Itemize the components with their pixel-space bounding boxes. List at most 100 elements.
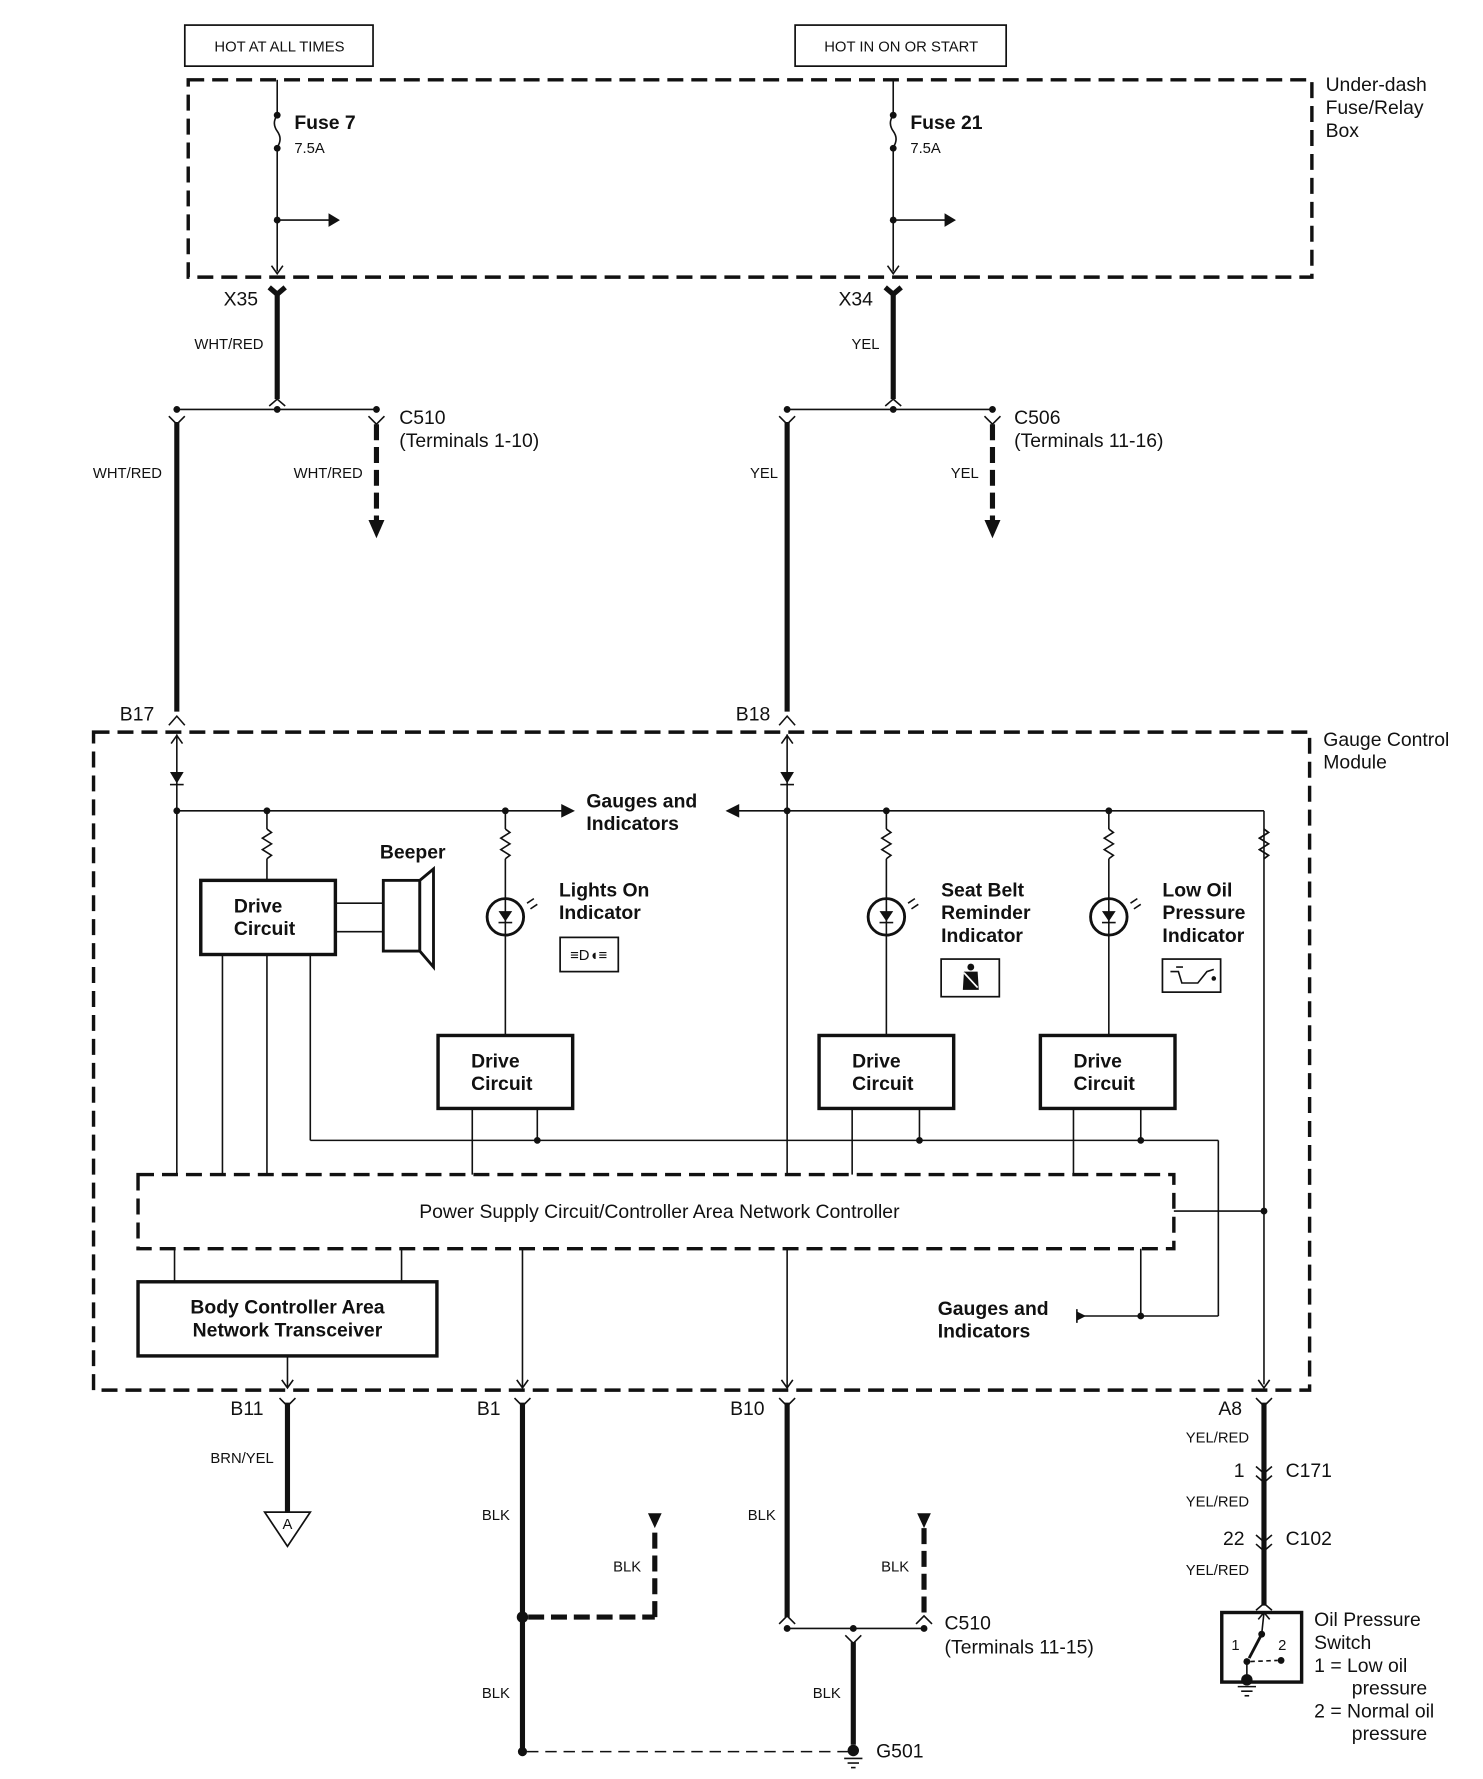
fuse-name: Fuse 7 xyxy=(294,112,355,134)
connector-terminals: (Terminals 11-15) xyxy=(945,1637,1094,1659)
drive-circuit-box xyxy=(199,878,338,957)
indicator-label: Indicator xyxy=(559,902,641,924)
wire-color-label: BLK xyxy=(482,1508,510,1524)
resistor-icon xyxy=(260,810,274,881)
indicator-label: Indicator xyxy=(1162,925,1244,947)
wire-color-label: BLK xyxy=(813,1686,841,1702)
source-hot-at-all-times: HOT AT ALL TIMES xyxy=(183,24,374,67)
gauges-label: Gauges and xyxy=(938,1298,1049,1320)
connector-name: C510 xyxy=(399,407,446,429)
wire-color-label: BLK xyxy=(881,1559,909,1575)
a8-circuit: A8 YEL/RED 1 C171 YEL/RED 22 C102 YEL/RE… xyxy=(1186,1397,1434,1745)
gauges-label: Indicators xyxy=(938,1321,1031,1343)
b1-circuit: B1 BLK BLK BLK xyxy=(477,1397,850,1757)
drive-circuit-box xyxy=(817,1033,956,1111)
headlight-symbol-icon: ≡D◖≡ xyxy=(559,936,620,973)
beeper-label: Beeper xyxy=(380,842,446,864)
fuse-box-label: Under-dash xyxy=(1326,74,1427,96)
drive-circuit-label: Circuit xyxy=(471,1073,533,1095)
drive-circuit-label: Circuit xyxy=(234,918,296,940)
terminal-label: B1 xyxy=(477,1398,501,1420)
led-lights-on-icon xyxy=(485,897,538,937)
wire-color-label: YEL xyxy=(951,466,979,482)
oil-can-symbol-icon xyxy=(1161,958,1222,993)
seat-belt-symbol-icon xyxy=(940,958,1001,998)
drive-circuit-label: Circuit xyxy=(852,1073,914,1095)
junction-ref-label: A xyxy=(283,1517,293,1533)
power-supply-can-controller xyxy=(136,1172,1176,1251)
switch-title: Oil Pressure xyxy=(1314,1609,1421,1631)
indicator-label: Seat Belt xyxy=(941,879,1024,901)
diode-icon xyxy=(780,772,794,784)
fuse-icon xyxy=(889,114,897,148)
switch-legend: pressure xyxy=(1352,1723,1427,1745)
connector-pin: 22 xyxy=(1223,1528,1245,1550)
source-label: HOT AT ALL TIMES xyxy=(214,39,344,55)
resistor-icon xyxy=(880,810,893,1036)
arrow-down-icon xyxy=(368,520,385,539)
junction-ref-icon xyxy=(263,1511,312,1548)
fuse-name: Fuse 21 xyxy=(910,112,982,134)
arrow-right-icon xyxy=(944,213,956,227)
switch-position-label: 2 xyxy=(1278,1638,1286,1654)
source-hot-in-on-or-start: HOT IN ON OR START xyxy=(794,24,1008,67)
terminal-label: B10 xyxy=(730,1398,765,1420)
fuse-relay-box-outline xyxy=(186,78,1314,279)
indicator-label: Reminder xyxy=(941,902,1031,924)
ground-icon xyxy=(844,1744,863,1769)
wire-color-label: BLK xyxy=(613,1559,641,1575)
terminal-label: B18 xyxy=(736,704,770,726)
wire-color-label: YEL xyxy=(750,466,778,482)
oil-pressure-switch-icon xyxy=(1220,1610,1304,1697)
terminal-label: B17 xyxy=(120,704,154,726)
indicator-label: Low Oil xyxy=(1162,879,1232,901)
drive-circuit-label: Drive xyxy=(234,895,283,917)
fuse-box-label: Fuse/Relay xyxy=(1326,97,1424,119)
indicator-label: Indicator xyxy=(941,925,1023,947)
indicator-label: Pressure xyxy=(1162,902,1245,924)
transceiver-label: Network Transceiver xyxy=(193,1320,383,1342)
switch-legend: pressure xyxy=(1352,1678,1427,1700)
module-label: Module xyxy=(1323,752,1387,774)
diode-icon xyxy=(169,772,184,784)
connector-pin: 1 xyxy=(1234,1460,1245,1482)
drive-circuit-box xyxy=(436,1033,575,1111)
wire-color-label: BLK xyxy=(482,1686,510,1702)
indicator-label: Lights On xyxy=(559,879,649,901)
b11-circuit: B11 BRN/YEL A xyxy=(210,1397,312,1548)
gauge-control-module-outline xyxy=(91,730,1312,1392)
beeper-icon xyxy=(381,865,435,971)
switch-legend: 2 = Normal oil xyxy=(1314,1700,1434,1722)
connector-terminals: (Terminals 1-10) xyxy=(399,430,539,452)
switch-title: Switch xyxy=(1314,1632,1371,1654)
b10-circuit: B10 BLK BLK C510 (Terminals 11-15) BLK G… xyxy=(730,1397,1094,1769)
wire-color-label: BRN/YEL xyxy=(210,1451,273,1467)
power-supply-label: Power Supply Circuit/Controller Area Net… xyxy=(419,1201,900,1223)
arrow-right-icon xyxy=(328,213,340,227)
ground-label: G501 xyxy=(876,1740,923,1762)
fuse-icon xyxy=(273,114,281,148)
wire-color-label: WHT/RED xyxy=(194,337,263,353)
terminal-label: A8 xyxy=(1218,1398,1242,1420)
terminal-label: X35 xyxy=(224,289,258,311)
resistor-icon xyxy=(499,810,512,1036)
connector-terminals: (Terminals 11-16) xyxy=(1014,430,1163,452)
wire-color-label: YEL/RED xyxy=(1186,1563,1249,1579)
resistor-icon xyxy=(1102,810,1115,1036)
svg-text:≡D◖≡: ≡D◖≡ xyxy=(570,948,607,964)
connector-name: C102 xyxy=(1286,1528,1332,1550)
terminal-label: X34 xyxy=(838,289,873,311)
arrow-left-icon xyxy=(1076,1311,1087,1321)
can-transceiver-box xyxy=(136,1280,439,1358)
module-label: Gauge Control xyxy=(1323,729,1449,751)
wire-color-label: WHT/RED xyxy=(294,466,363,482)
module-internal-wiring: Gauges and Indicators xyxy=(136,734,1271,1390)
wire-color-label: YEL/RED xyxy=(1186,1431,1249,1447)
led-low-oil-icon xyxy=(1089,897,1142,937)
source-label: HOT IN ON OR START xyxy=(824,39,978,55)
wire-color-label: BLK xyxy=(748,1508,776,1524)
fuse-box-label: Box xyxy=(1326,120,1360,142)
led-seat-belt-icon xyxy=(866,897,919,937)
drive-circuit-label: Drive xyxy=(852,1050,901,1072)
drive-circuit-box xyxy=(1038,1033,1177,1111)
